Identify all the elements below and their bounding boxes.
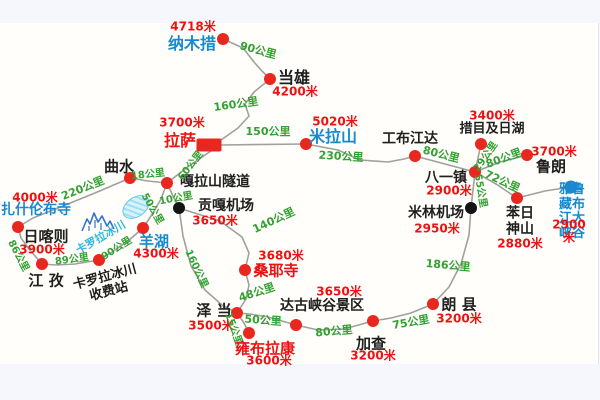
place-label: 日喀则	[23, 227, 69, 246]
node-yarlung-canyon	[564, 180, 578, 194]
route-segment	[372, 303, 434, 322]
altitude-label: 3650米	[192, 213, 238, 228]
altitude-label: 4718米	[170, 19, 216, 34]
route-segment	[474, 154, 528, 173]
altitude-label: 2950米	[414, 221, 460, 236]
place-label: 雍布拉康	[234, 339, 296, 358]
route-segment	[305, 143, 416, 163]
node-yamdrok-lake	[137, 222, 149, 234]
place-label: 米拉山	[308, 127, 358, 147]
route-segment	[17, 177, 131, 228]
node-yongbulakang	[243, 327, 255, 339]
route-segment	[222, 38, 271, 80]
place-label: 朗 县	[441, 295, 477, 314]
altitude-label: 3400米	[469, 108, 515, 123]
altitude-label: 3200米	[436, 311, 482, 326]
place-label: 工布江达	[382, 131, 438, 148]
place-label: 鲁朗	[535, 157, 567, 176]
node-gongbujiangda	[409, 150, 421, 162]
map-background	[0, 23, 599, 364]
node-namtso	[217, 33, 229, 45]
node-lhasa	[196, 138, 222, 152]
node-milin-airport	[465, 202, 477, 214]
node-lang-county	[427, 298, 439, 310]
altitude-label: 3650米	[316, 284, 362, 299]
place-label: 八一镇	[425, 170, 467, 187]
place-label: 泽 当	[196, 301, 232, 320]
place-label: 纳木措	[167, 34, 217, 54]
route-segment	[41, 259, 100, 266]
route-segment	[432, 207, 472, 305]
altitude-label: 3700米	[531, 144, 577, 159]
place-label: 达古峡谷景区	[280, 298, 364, 315]
place-label: 加查	[355, 334, 387, 353]
node-dagu-canyon	[290, 319, 302, 331]
route-segment	[166, 150, 212, 184]
altitude-label: 3600米	[246, 353, 292, 368]
altitude-label: 4000米	[12, 190, 58, 205]
altitude-label: 4200米	[272, 84, 318, 99]
altitude-label: 3900米	[19, 242, 65, 257]
route-segment	[474, 171, 518, 199]
node-shigatse	[12, 221, 24, 233]
altitude-label: 3680米	[258, 248, 304, 263]
altitude-label: 2880米	[497, 236, 543, 251]
place-label: 拉萨	[163, 131, 197, 151]
node-galashan-tunnel	[161, 177, 173, 189]
route-segment	[414, 155, 476, 173]
route-segment	[220, 78, 271, 141]
route-segment	[236, 269, 250, 314]
glacier-mountain-icon	[81, 212, 115, 232]
altitude-label: 5020米	[312, 114, 358, 129]
route-segment	[178, 207, 238, 314]
distance-label: 230公里	[318, 148, 364, 165]
route-segment	[142, 182, 168, 229]
route-segment	[129, 177, 168, 184]
altitude-label: 3700米	[159, 115, 205, 130]
altitude-label: 3500米	[188, 318, 234, 333]
node-cuomujiri-lake	[475, 138, 487, 150]
node-jiacha	[367, 315, 379, 327]
place-label: 措目及日湖	[459, 121, 525, 137]
node-zedang	[231, 307, 243, 319]
distance-label: 150公里	[245, 124, 291, 138]
place-label: 扎什伦布寺	[1, 202, 71, 219]
node-mila-mountain	[300, 138, 312, 150]
node-gonggar-airport	[173, 202, 185, 214]
place-label: 苯日 神山	[506, 205, 534, 237]
place-label: 当雄	[277, 68, 311, 88]
altitude-label: 3200米	[350, 348, 396, 363]
place-label: 嘎拉山隧道	[180, 174, 250, 191]
place-label: 羊湖	[138, 232, 170, 251]
route-segment	[220, 143, 307, 146]
route-segment	[236, 312, 297, 326]
node-karola-toll	[93, 254, 105, 266]
node-lulang	[521, 149, 533, 161]
node-bayi-town	[469, 166, 481, 178]
route-segment	[295, 320, 374, 331]
place-label: 江 孜	[28, 271, 64, 290]
altitude-label: 2900米	[552, 217, 586, 245]
place-label: 雅鲁藏布 江大峡谷	[558, 181, 585, 241]
node-qushui	[124, 172, 136, 184]
place-label: 桑耶寺	[253, 261, 299, 280]
route-segment	[184, 209, 250, 271]
node-damxung	[264, 73, 276, 85]
node-samye-temple	[239, 264, 251, 276]
place-label: 米林机场	[408, 205, 464, 222]
node-gyantse	[36, 258, 48, 270]
distance-label: 50公里	[243, 312, 283, 329]
node-benri-mountain	[511, 192, 523, 204]
route-segment	[98, 227, 144, 261]
route-segment	[516, 186, 572, 199]
altitude-label: 4300米	[133, 246, 179, 261]
place-label: 曲水	[103, 157, 135, 176]
altitude-label: 2900米	[426, 183, 472, 198]
place-label: 贡嘎机场	[198, 198, 254, 215]
